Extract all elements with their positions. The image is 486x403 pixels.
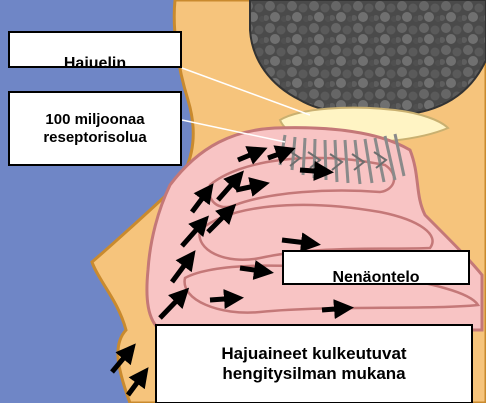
label-olfactory-organ-text: Hajuelin	[64, 54, 126, 68]
label-receptor-cells: 100 miljoonaa reseptorisolua	[8, 91, 182, 166]
label-receptor-cells-text: 100 miljoonaa reseptorisolua	[43, 111, 146, 147]
label-olfactory-organ: Hajuelin	[8, 31, 182, 68]
label-nasal-cavity: Nenäontelo	[282, 250, 470, 285]
label-odor-transport: Hajuaineet kulkeutuvat hengitysilman muk…	[155, 324, 473, 403]
label-nasal-cavity-text: Nenäontelo	[332, 268, 419, 285]
label-odor-transport-text: Hajuaineet kulkeutuvat hengitysilman muk…	[221, 344, 406, 385]
